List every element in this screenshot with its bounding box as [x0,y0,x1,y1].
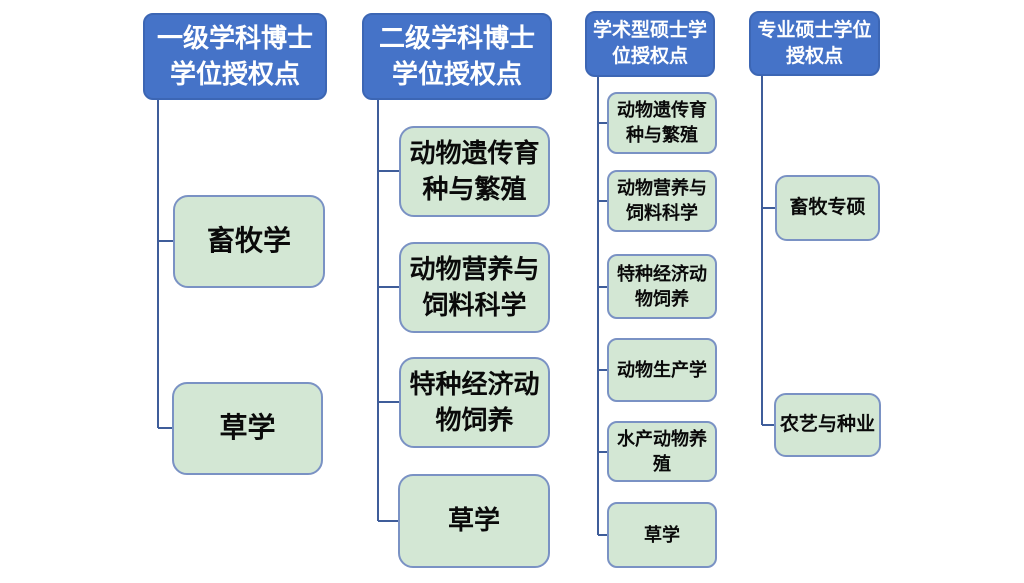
discipline-box: 动物营养与 饲料科学 [399,242,550,333]
discipline-box: 草学 [607,502,717,568]
discipline-box: 农艺与种业 [774,393,881,457]
discipline-box: 草学 [172,382,323,475]
discipline-box: 动物生产学 [607,338,717,402]
header-professional-masters: 专业硕士学位 授权点 [749,11,880,76]
connector-col-3 [597,77,607,536]
header-second-level-doctoral: 二级学科博士 学位授权点 [362,13,552,100]
connector-col-1 [157,100,173,429]
connector-col-4 [761,76,775,426]
connector-col-2 [377,100,399,522]
header-first-level-doctoral: 一级学科博士 学位授权点 [143,13,327,100]
discipline-box: 草学 [398,474,550,568]
discipline-box: 畜牧专硕 [775,175,880,241]
discipline-box: 畜牧学 [173,195,325,288]
discipline-box: 水产动物养 殖 [607,421,717,482]
discipline-box: 动物营养与 饲料科学 [607,170,717,232]
header-academic-masters: 学术型硕士学 位授权点 [585,11,715,77]
discipline-box: 动物遗传育 种与繁殖 [607,92,717,154]
discipline-box: 动物遗传育 种与繁殖 [399,126,550,217]
discipline-box: 特种经济动 物饲养 [399,357,550,448]
discipline-box: 特种经济动 物饲养 [607,254,717,319]
